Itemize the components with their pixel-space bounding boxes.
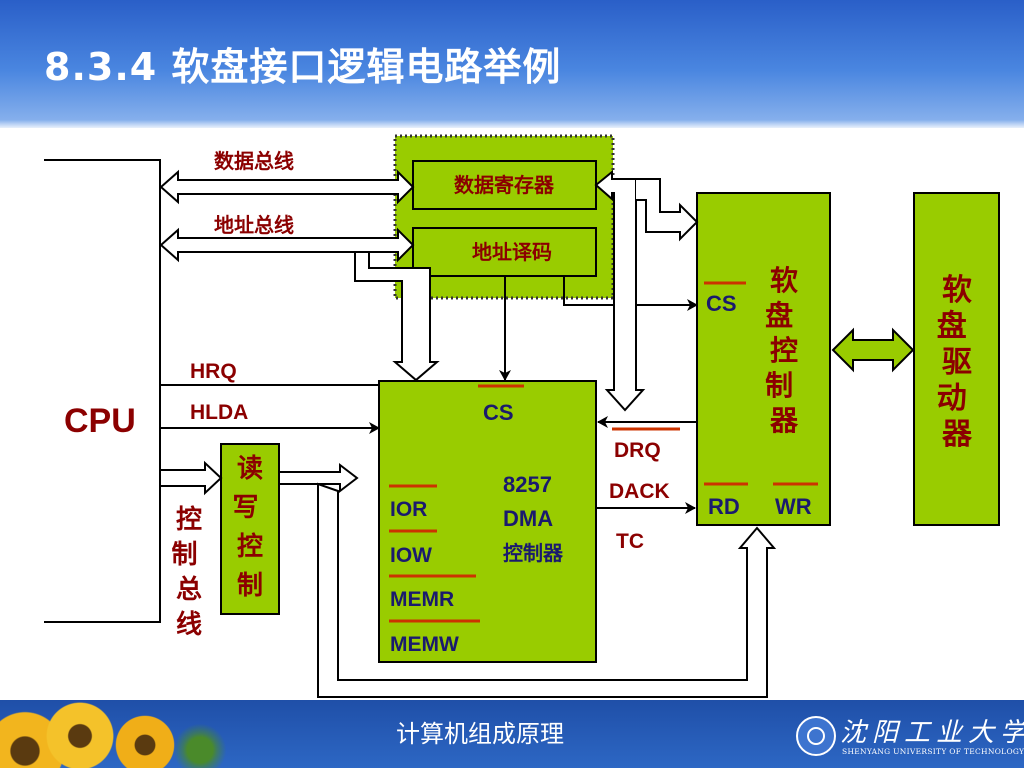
hrq-label: HRQ [190,360,237,383]
rw-to-dma-pipe [278,462,359,494]
floppy-drive-label: 软盘 驱动 器 [937,273,977,452]
rw-bottom-loop [317,482,777,698]
fdc-cs-label: CS [706,291,737,316]
iow-label: IOW [390,544,432,567]
floppy-interface-diagram: CPU 数据寄存器 地址译码 CS 8257 DMA 控制器 IOR IOW M… [44,134,1000,698]
slide-title: 8.3.4 软盘接口逻辑电路举例 [44,45,562,89]
datareg-right-pipe [594,169,646,412]
dma-name-line1: 8257 [503,472,552,497]
dma-controller-box [378,380,597,663]
address-bus-label: 地址总线 [214,213,294,237]
datareg-to-fdc-pipe [636,178,699,242]
address-to-dma-pipe [354,251,440,382]
decoder-to-fdc-cs [563,276,698,311]
ior-label: IOR [390,498,427,521]
dma-name-line3: 控制器 [503,541,564,565]
rw-control-box [220,443,280,615]
sunflower-decoration [170,720,230,768]
memw-label: MEMW [390,633,459,656]
data-bus-label: 数据总线 [214,149,294,173]
sunflower-decoration [110,710,180,768]
controller-drive-link [831,327,915,373]
address-decoder-label: 地址译码 [472,240,552,264]
floppy-controller-box [696,192,831,526]
floppy-drive-box [913,192,1000,526]
university-name-en: SHENYANG UNIVERSITY OF TECHNOLOGY [842,747,1024,756]
hlda-label: HLDA [190,401,248,424]
address-bus-arrow [159,227,415,263]
university-emblem-icon [796,716,836,756]
rw-control-label: 读写 控制 [232,454,267,601]
control-bus-label: 控制 总线 [171,505,206,640]
dma-cs-label: CS [483,400,514,425]
memr-label: MEMR [390,588,454,611]
sunflower-decoration [40,700,120,768]
wr-label: WR [775,494,812,519]
rd-label: RD [708,494,740,519]
footer-bar [0,700,1024,768]
cpu-block [44,159,161,623]
control-bus-arrow [159,460,223,496]
cpu-label: CPU [64,402,136,440]
data-register-box [412,160,597,210]
footer-course-title: 计算机组成原理 [396,720,564,748]
data-bus-arrow [159,169,415,205]
data-register-label: 数据寄存器 [454,173,555,197]
tc-label: TC [616,530,644,553]
address-decoder-box [412,227,597,277]
university-name-cn: 沈阳工业大学 [840,718,1024,748]
dack-label: DACK [609,480,670,503]
dma-name-line2: DMA [503,506,553,531]
title-bar [0,0,1024,128]
floppy-controller-label: 软盘 控制 器 [765,264,803,437]
drq-label: DRQ [614,439,661,462]
